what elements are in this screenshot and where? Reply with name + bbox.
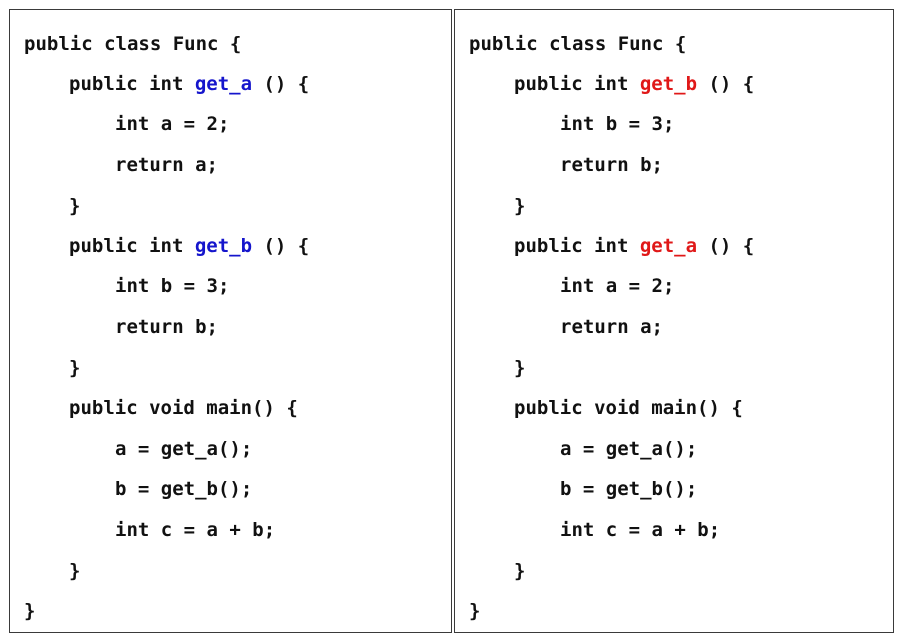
code-text: () { — [697, 73, 755, 95]
code-text: public int — [69, 235, 195, 257]
code-text: b = get_b(); — [560, 478, 698, 500]
code-line: int c = a + b; — [115, 518, 275, 542]
code-line: } — [514, 559, 525, 583]
code-text: int c = a + b; — [115, 519, 276, 541]
code-line: public class Func { — [24, 32, 241, 56]
code-text: public void main() { — [514, 397, 743, 419]
left-code-panel: public class Func { public int get_a () {… — [9, 9, 452, 633]
code-line: public void main() { — [514, 396, 743, 420]
code-text: () { — [252, 235, 310, 257]
code-line: int b = 3; — [115, 274, 229, 298]
code-line: int b = 3; — [560, 112, 674, 136]
code-text: int b = 3; — [560, 113, 675, 135]
code-line: } — [24, 599, 35, 623]
code-text: } — [69, 560, 81, 582]
code-line: public int get_a () { — [69, 72, 309, 96]
code-line: return b; — [115, 315, 218, 339]
code-text: public class Func { — [469, 33, 687, 55]
code-line: } — [69, 559, 80, 583]
code-text: int c = a + b; — [560, 519, 721, 541]
code-text: () { — [697, 235, 755, 257]
code-line: } — [514, 356, 525, 380]
code-line: return a; — [115, 153, 218, 177]
code-line: return a; — [560, 315, 663, 339]
function-name: get_a — [194, 73, 253, 95]
code-line: } — [469, 599, 480, 623]
function-name: get_b — [639, 73, 698, 95]
code-line: b = get_b(); — [560, 477, 697, 501]
code-text: a = get_a(); — [560, 438, 698, 460]
code-text: } — [514, 195, 526, 217]
code-text: return b; — [560, 154, 663, 176]
code-text: int a = 2; — [115, 113, 230, 135]
code-text: public int — [514, 235, 640, 257]
code-text: } — [69, 195, 81, 217]
code-line: int a = 2; — [115, 112, 229, 136]
code-line: int a = 2; — [560, 274, 674, 298]
code-text: public int — [69, 73, 195, 95]
code-line: } — [69, 194, 80, 218]
code-line: public class Func { — [469, 32, 686, 56]
code-line: public int get_b () { — [69, 234, 309, 258]
code-line: a = get_a(); — [560, 437, 697, 461]
code-text: return a; — [115, 154, 218, 176]
code-text: } — [469, 600, 481, 622]
code-line: public void main() { — [69, 396, 298, 420]
code-text: return b; — [115, 316, 218, 338]
function-name: get_a — [639, 235, 698, 257]
code-text: public void main() { — [69, 397, 298, 419]
code-line: } — [69, 356, 80, 380]
code-line: int c = a + b; — [560, 518, 720, 542]
code-text: } — [514, 560, 526, 582]
right-code-panel: public class Func { public int get_b () {… — [454, 9, 894, 633]
code-text: int b = 3; — [115, 275, 230, 297]
code-text: public int — [514, 73, 640, 95]
code-text: return a; — [560, 316, 663, 338]
code-line: return b; — [560, 153, 663, 177]
code-line: public int get_b () { — [514, 72, 754, 96]
code-line: b = get_b(); — [115, 477, 252, 501]
code-text: } — [514, 357, 526, 379]
code-text: a = get_a(); — [115, 438, 253, 460]
code-line: } — [514, 194, 525, 218]
code-text: } — [24, 600, 36, 622]
code-line: a = get_a(); — [115, 437, 252, 461]
code-text: b = get_b(); — [115, 478, 253, 500]
function-name: get_b — [194, 235, 253, 257]
code-text: } — [69, 357, 81, 379]
code-text: () { — [252, 73, 310, 95]
code-line: public int get_a () { — [514, 234, 754, 258]
code-text: public class Func { — [24, 33, 242, 55]
code-text: int a = 2; — [560, 275, 675, 297]
